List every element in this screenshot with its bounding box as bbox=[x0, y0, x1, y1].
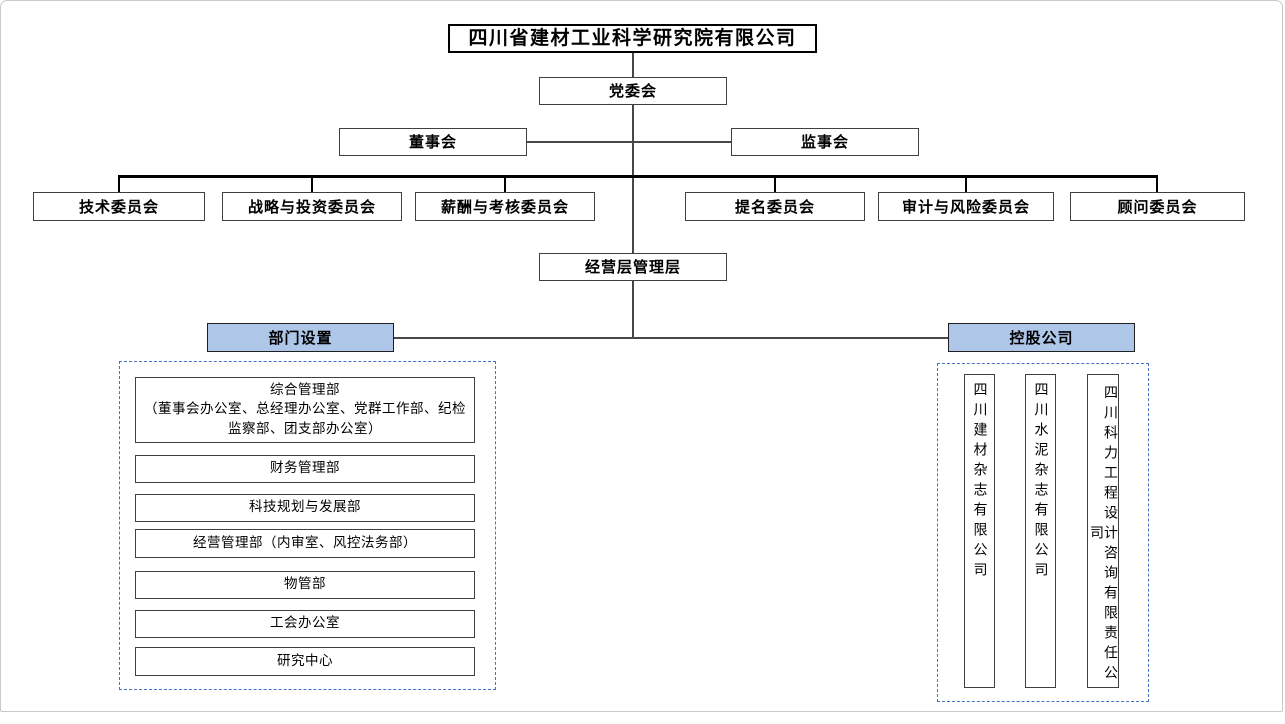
dept-node-finance: 财务管理部 bbox=[135, 455, 475, 483]
connector-drop-committee-2 bbox=[311, 176, 313, 193]
holding-node-jiancai-magazine: 四川建材杂志有限公司 bbox=[964, 374, 995, 688]
org-node-party-committee: 党委会 bbox=[539, 77, 727, 105]
departments-group-container bbox=[119, 361, 496, 690]
dept-name: 科技规划与发展部 bbox=[249, 499, 361, 516]
org-node-management: 经营层管理层 bbox=[539, 253, 727, 281]
section-header-departments: 部门设置 bbox=[207, 323, 394, 352]
dept-name: 研究中心 bbox=[277, 652, 333, 669]
connector-drop-committee-6 bbox=[1156, 176, 1158, 193]
section-header-holdings: 控股公司 bbox=[948, 323, 1135, 352]
holding-node-shuini-magazine: 四川水泥杂志有限公司 bbox=[1025, 374, 1056, 688]
org-node-committee-advisory: 顾问委员会 bbox=[1070, 192, 1245, 221]
dept-node-operations: 经营管理部（内审室、风控法务部） bbox=[135, 529, 475, 558]
connector-drop-committee-3 bbox=[504, 176, 506, 193]
dept-node-research-center: 研究中心 bbox=[135, 647, 475, 676]
connector-committee-bus bbox=[118, 175, 1158, 178]
holdings-group-container bbox=[937, 363, 1149, 702]
connector-board-supervisory bbox=[527, 141, 731, 143]
dept-node-union-office: 工会办公室 bbox=[135, 610, 475, 638]
dept-detail: （董事会办公室、总经理办公室、党群工作部、纪检监察部、团支部办公室） bbox=[144, 401, 466, 437]
connector-drop-committee-4 bbox=[774, 176, 776, 193]
org-node-committee-compensation-appraisal: 薪酬与考核委员会 bbox=[415, 192, 595, 221]
connector-drop-committee-5 bbox=[965, 176, 967, 193]
holding-node-keli-engineering: 四川科力工程设计咨询有限责任公司 bbox=[1087, 374, 1119, 688]
connector-management-to-sections bbox=[632, 281, 634, 338]
org-node-committee-strategy-investment: 战略与投资委员会 bbox=[222, 192, 402, 221]
org-node-committee-nomination: 提名委员会 bbox=[685, 192, 865, 221]
dept-node-science-planning: 科技规划与发展部 bbox=[135, 494, 475, 522]
connector-title-to-party bbox=[632, 52, 634, 77]
org-node-supervisory-board: 监事会 bbox=[731, 128, 919, 156]
dept-node-general-management: 综合管理部 （董事会办公室、总经理办公室、党群工作部、纪检监察部、团支部办公室） bbox=[135, 377, 475, 443]
connector-party-to-management bbox=[632, 105, 634, 253]
org-node-board: 董事会 bbox=[339, 128, 527, 156]
dept-name: 物管部 bbox=[284, 576, 326, 593]
org-node-committee-audit-risk: 审计与风险委员会 bbox=[878, 192, 1054, 221]
org-node-committee-technology: 技术委员会 bbox=[33, 192, 205, 221]
connector-drop-committee-1 bbox=[118, 176, 120, 193]
dept-name: 综合管理部 bbox=[270, 381, 340, 398]
dept-name: 经营管理部（内审室、风控法务部） bbox=[193, 534, 417, 551]
org-node-company-title: 四川省建材工业科学研究院有限公司 bbox=[448, 24, 817, 53]
dept-node-property: 物管部 bbox=[135, 571, 475, 599]
connector-departments-holdings bbox=[394, 337, 948, 339]
dept-name: 财务管理部 bbox=[270, 460, 340, 477]
dept-name: 工会办公室 bbox=[270, 615, 340, 632]
